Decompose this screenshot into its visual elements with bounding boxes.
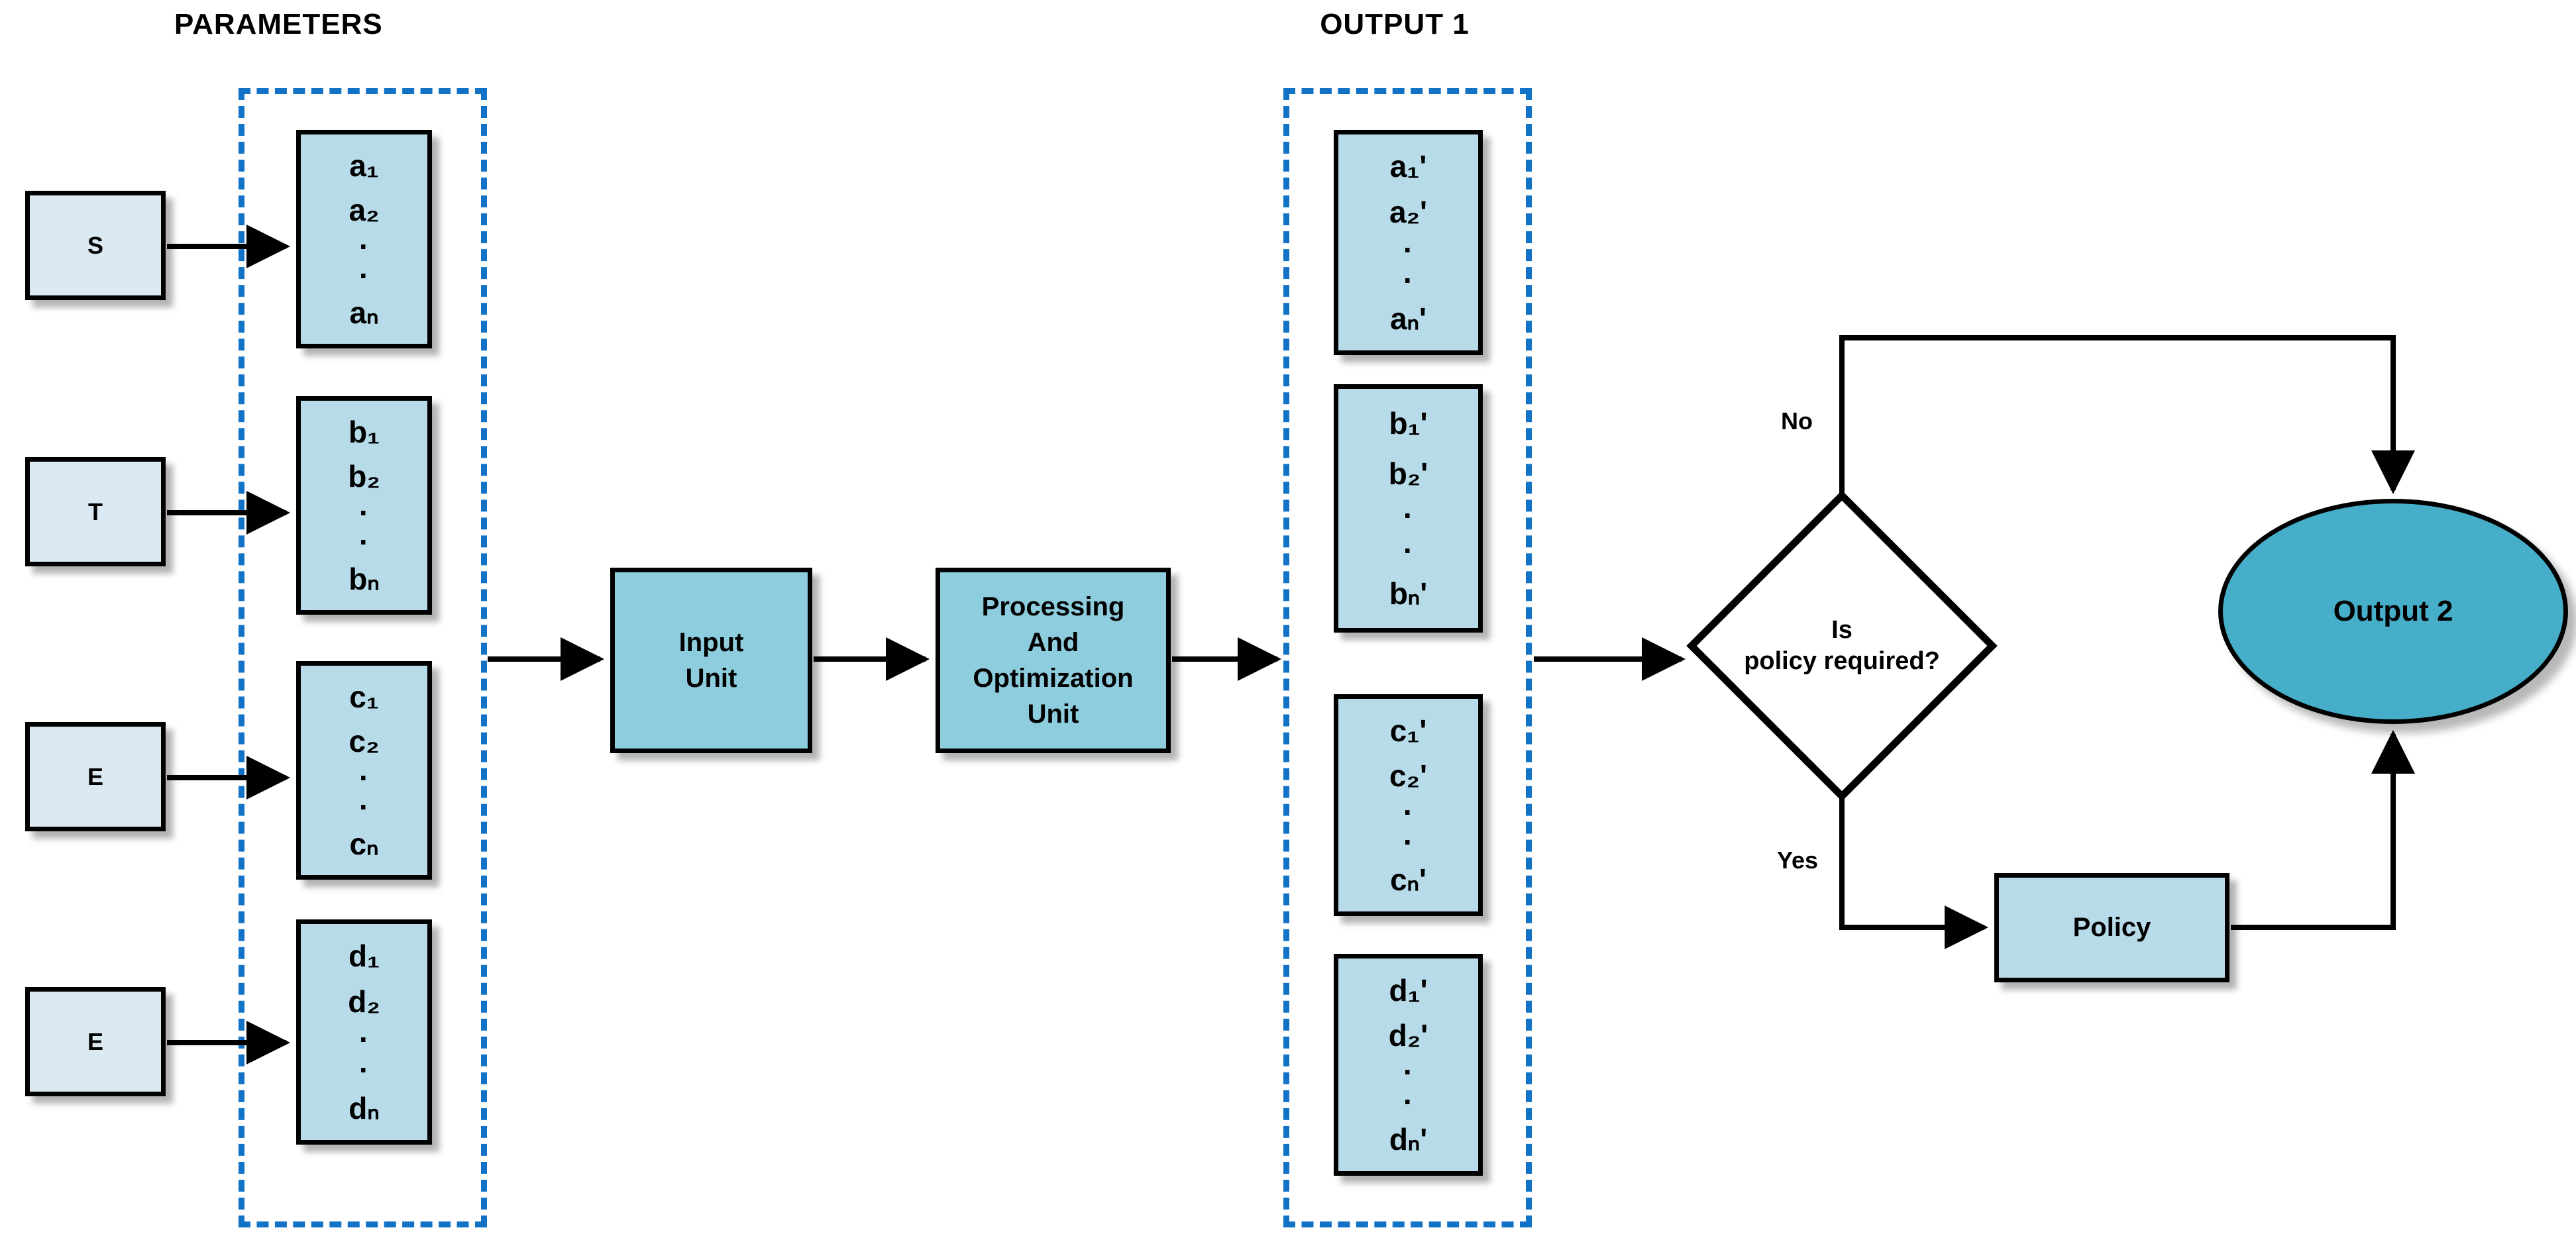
output1-card-a-prime[interactable]: a₁' a₂' · · aₙ' xyxy=(1334,130,1483,355)
out-c-row-1: c₁' xyxy=(1389,713,1427,748)
output1-card-d-prime[interactable]: d₁' d₂' · · dₙ' xyxy=(1334,954,1483,1176)
out-d-row-4: · xyxy=(1403,1084,1414,1119)
edge-label-no: No xyxy=(1781,407,1813,435)
edge-label-yes: Yes xyxy=(1777,847,1819,874)
out-b-row-5: bₙ' xyxy=(1389,576,1428,611)
source-box-t[interactable]: T xyxy=(25,457,166,566)
arrow-no-branch-to-output2 xyxy=(1839,335,2415,495)
param-c-row-1: c₁ xyxy=(349,680,379,715)
output2-label: Output 2 xyxy=(2333,595,2453,627)
out-a-row-5: aₙ' xyxy=(1390,301,1426,336)
policy-box[interactable]: Policy xyxy=(1994,873,2229,982)
param-c-row-2: c₂ xyxy=(349,724,380,759)
arrow-policy-to-output2 xyxy=(2231,730,2415,930)
param-b-row-5: bₙ xyxy=(349,561,380,596)
param-d-row-3: · xyxy=(358,1021,370,1057)
source-box-e1[interactable]: E xyxy=(25,722,166,831)
param-b-row-4: · xyxy=(358,524,370,559)
input-unit-label: Input Unit xyxy=(678,628,744,693)
param-b-row-3: · xyxy=(358,495,370,530)
out-b-row-2: b₂' xyxy=(1388,456,1428,491)
param-b-row-1: b₁ xyxy=(348,415,380,450)
processing-optimization-unit-label: Processing And Optimization Unit xyxy=(973,592,1134,729)
out-a-row-4: · xyxy=(1403,262,1414,297)
out-a-row-3: · xyxy=(1403,232,1414,267)
param-d-row-1: d₁ xyxy=(348,939,380,974)
param-b-row-2: b₂ xyxy=(348,459,380,494)
arrow-yes-branch-to-policy xyxy=(1839,796,1988,949)
output1-card-b-prime[interactable]: b₁' b₂' · · bₙ' xyxy=(1334,384,1483,633)
input-unit-box[interactable]: Input Unit xyxy=(610,568,812,753)
parameter-card-d[interactable]: d₁ d₂ · · dₙ xyxy=(296,919,432,1145)
parameter-card-b[interactable]: b₁ b₂ · · bₙ xyxy=(296,396,432,615)
output1-section-title: OUTPUT 1 xyxy=(1320,8,1470,40)
out-b-row-4: · xyxy=(1403,533,1414,568)
output1-card-c-prime[interactable]: c₁' c₂' · · cₙ' xyxy=(1334,694,1483,916)
source-box-e2[interactable]: E xyxy=(25,987,166,1096)
out-d-row-1: d₁' xyxy=(1389,972,1428,1008)
param-a-row-3: · xyxy=(358,229,370,264)
param-c-row-5: cₙ xyxy=(349,826,379,861)
source-box-e1-label: E xyxy=(87,762,103,790)
out-c-row-2: c₂' xyxy=(1389,758,1427,793)
param-d-row-4: · xyxy=(358,1052,370,1087)
processing-optimization-unit-box[interactable]: Processing And Optimization Unit xyxy=(936,568,1171,753)
param-a-row-1: a₁ xyxy=(349,148,379,183)
parameters-section-title: PARAMETERS xyxy=(174,8,383,40)
out-b-row-1: b₁' xyxy=(1389,405,1428,440)
param-d-row-2: d₂ xyxy=(348,984,380,1019)
param-a-row-5: aₙ xyxy=(349,295,379,330)
param-c-row-3: · xyxy=(358,760,370,795)
out-b-row-3: · xyxy=(1403,498,1414,533)
out-d-row-2: d₂' xyxy=(1388,1017,1428,1053)
source-box-e2-label: E xyxy=(87,1027,103,1055)
policy-box-label: Policy xyxy=(2072,913,2151,942)
decision-diamond-shape xyxy=(1686,490,1998,802)
out-a-row-2: a₂' xyxy=(1389,195,1427,230)
out-c-row-3: · xyxy=(1403,795,1414,830)
output2-ellipse[interactable]: Output 2 xyxy=(2218,499,2568,724)
decision-diamond[interactable]: Is policy required? xyxy=(1686,490,1998,802)
parameter-card-a[interactable]: a₁ a₂ · · aₙ xyxy=(296,130,432,348)
out-c-row-4: · xyxy=(1403,825,1414,860)
parameters-group-frame xyxy=(239,88,487,1227)
param-d-row-5: dₙ xyxy=(349,1090,380,1125)
param-a-row-4: · xyxy=(358,258,370,293)
out-c-row-5: cₙ' xyxy=(1390,862,1426,898)
source-box-t-label: T xyxy=(88,497,103,525)
param-a-row-2: a₂ xyxy=(349,193,380,228)
parameter-card-c[interactable]: c₁ c₂ · · cₙ xyxy=(296,661,432,880)
out-d-row-5: dₙ' xyxy=(1389,1122,1428,1157)
source-box-s[interactable]: S xyxy=(25,191,166,300)
out-d-row-3: · xyxy=(1403,1055,1414,1090)
param-c-row-4: · xyxy=(358,789,370,824)
out-a-row-1: a₁' xyxy=(1389,149,1427,184)
output1-group-frame xyxy=(1283,88,1532,1227)
source-box-s-label: S xyxy=(87,231,103,259)
